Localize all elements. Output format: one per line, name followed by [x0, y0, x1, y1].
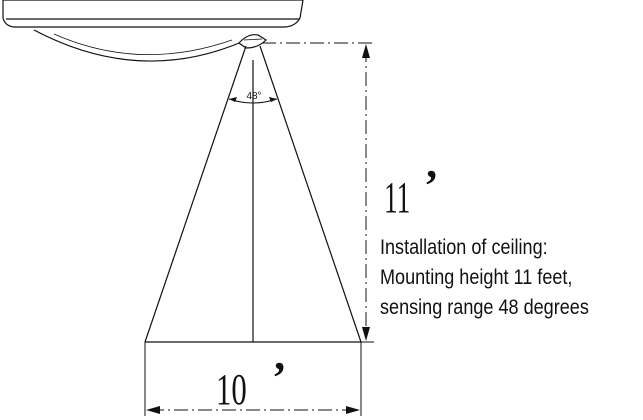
caption-line-2: Mounting height 11 feet, — [380, 266, 573, 289]
detection-cone — [144, 45, 362, 343]
angle-indicator: 48° — [228, 91, 278, 104]
width-label: 10 — [216, 366, 247, 415]
width-unit-mark: ’ — [272, 353, 287, 402]
width-arrow-right — [346, 406, 360, 414]
caption-line-1: Installation of ceiling: — [380, 236, 548, 259]
sensor-lens — [238, 34, 267, 49]
width-arrow-left — [146, 406, 160, 414]
caption-line-3: sensing range 48 degrees — [380, 296, 589, 319]
width-dimension — [144, 342, 362, 416]
sensor-mount-plate — [2, 0, 304, 28]
height-arrow-top — [362, 44, 370, 58]
sensor-dome-inner — [53, 33, 233, 55]
installation-caption: Installation of ceiling: Mounting height… — [380, 233, 605, 323]
angle-label: 48° — [246, 91, 261, 102]
height-unit-mark: ’ — [424, 161, 439, 210]
cone-right-edge — [259, 45, 362, 343]
ceiling-sensor — [2, 0, 304, 62]
height-dimension — [262, 42, 374, 343]
height-label: 11 — [384, 172, 410, 221]
angle-arrow-left — [229, 97, 237, 102]
angle-arrow-right — [269, 97, 277, 102]
cone-left-edge — [144, 45, 247, 343]
sensor-lens-detail — [243, 38, 263, 41]
height-arrow-bottom — [362, 327, 370, 341]
